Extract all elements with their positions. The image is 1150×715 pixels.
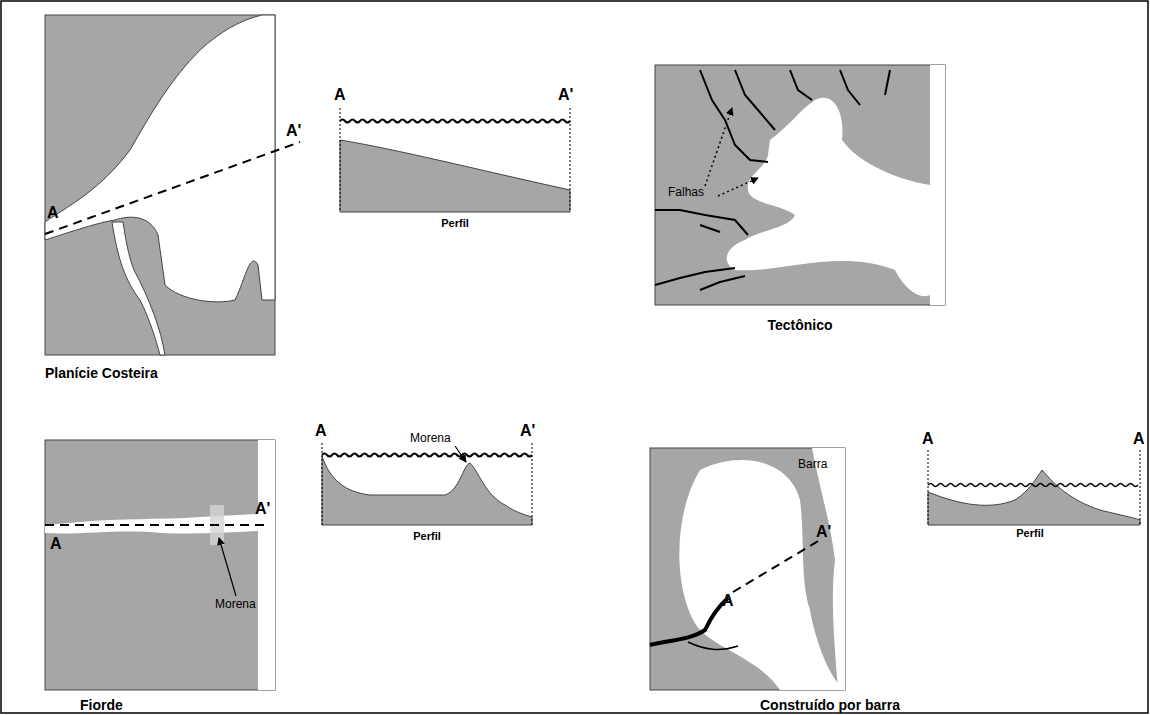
point-label: A (334, 86, 346, 104)
point-label: A' (520, 422, 535, 440)
point-label: A (315, 422, 327, 440)
point-label: A (47, 204, 59, 222)
point-label: A' (816, 523, 831, 541)
point-label: A (922, 430, 934, 448)
point-label: A' (286, 122, 301, 140)
point-label: A (50, 535, 62, 553)
point-label: A' (558, 86, 573, 104)
point-label: A (1133, 430, 1145, 448)
panel-caption: Construído por barra (760, 698, 900, 713)
point-label: A' (255, 500, 270, 518)
panel-caption: Planície Costeira (45, 366, 158, 381)
profile-caption: Perfil (413, 530, 441, 542)
callout-label: Morena (215, 598, 256, 611)
panel-caption: Tectônico (767, 318, 832, 333)
callout-label: Morena (410, 432, 451, 445)
profile-caption: Perfil (441, 217, 469, 229)
panel-caption: Fiorde (80, 698, 123, 713)
callout-label: Barra (798, 458, 827, 471)
callout-label: Falhas (668, 186, 704, 199)
point-label: A (722, 592, 734, 610)
profile-caption: Perfil (1016, 527, 1044, 539)
